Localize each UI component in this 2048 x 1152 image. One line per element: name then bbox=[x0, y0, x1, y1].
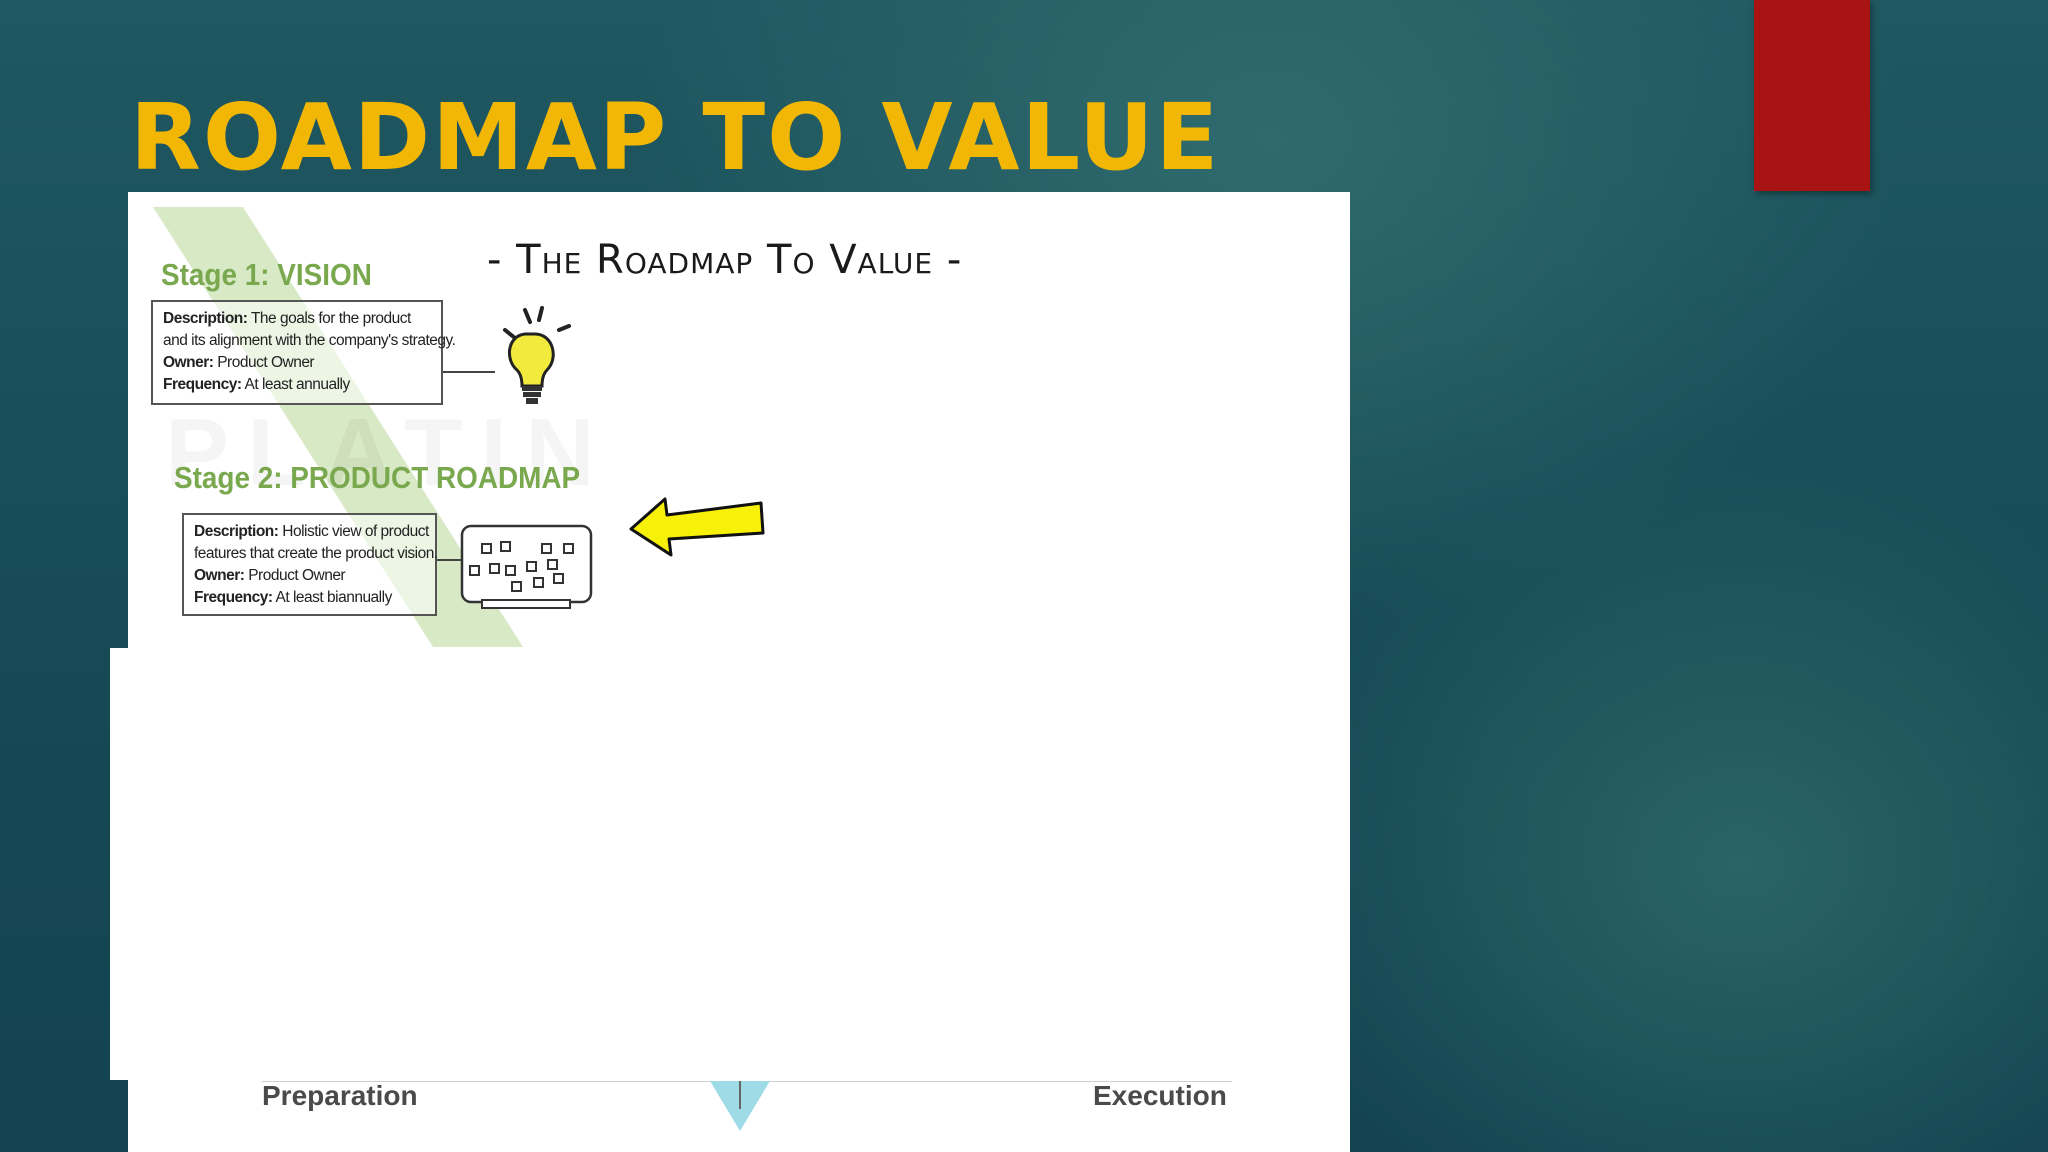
stage-2-frequency-label: Frequency: bbox=[194, 589, 273, 606]
stage-1-owner: Product Owner bbox=[217, 354, 315, 371]
stage-1-frequency-label: Frequency: bbox=[163, 376, 242, 393]
stage-1-connector bbox=[443, 371, 495, 373]
stage-1-description-label: Description: bbox=[163, 310, 248, 327]
stage-1-description-text: The goals for the product bbox=[250, 310, 411, 327]
stage-1-box: Description: The goals for the product a… bbox=[151, 300, 456, 405]
lightbulb-icon bbox=[503, 306, 571, 404]
accent-bar bbox=[1754, 0, 1870, 191]
diagram-heading: - The Roadmap To Value - bbox=[487, 237, 963, 283]
stage-2-connector bbox=[437, 559, 462, 561]
slide-title: ROADMAP TO VALUE bbox=[130, 84, 1221, 191]
watermark: PLATIN bbox=[165, 398, 613, 508]
arrow-left-icon bbox=[629, 497, 765, 557]
stage-2-description-label: Description: bbox=[194, 523, 279, 540]
timeline-preparation-label: Preparation bbox=[262, 1080, 418, 1111]
stage-1-frequency: At least annually bbox=[244, 376, 351, 393]
timeline-marker-icon bbox=[710, 1081, 770, 1131]
stage-2-description-row: Description: Holistic view of product bbox=[194, 521, 429, 543]
stage-2-owner: Product Owner bbox=[248, 567, 346, 584]
timeline-execution-label: Execution bbox=[1093, 1080, 1227, 1111]
stage-1-title: Stage 1: VISION bbox=[161, 257, 372, 292]
stage-1-description-row-2: and its alignment with the company's str… bbox=[163, 332, 456, 349]
stage-1-frequency-row: Frequency: At least annually bbox=[163, 374, 431, 396]
stage-2-frequency: At least biannually bbox=[275, 589, 393, 606]
stage-2-description-text: Holistic view of product bbox=[282, 523, 429, 540]
stage-2-frequency-row: Frequency: At least biannually bbox=[194, 587, 425, 609]
stage-2-title: Stage 2: PRODUCT ROADMAP bbox=[174, 460, 581, 495]
roadmap-board-icon bbox=[460, 524, 593, 609]
panel-bottom-cover bbox=[110, 648, 1350, 1080]
stage-1-owner-row: Owner: Product Owner bbox=[163, 352, 431, 374]
stage-2-owner-label: Owner: bbox=[194, 567, 245, 584]
stage-2-owner-row: Owner: Product Owner bbox=[194, 565, 425, 587]
stage-1-description-row: Description: The goals for the product bbox=[163, 308, 431, 330]
stage-1-owner-label: Owner: bbox=[163, 354, 214, 371]
stage-2-description-row-2: features that create the product vision. bbox=[194, 545, 438, 562]
stage-2-box: Description: Holistic view of product fe… bbox=[182, 513, 438, 616]
